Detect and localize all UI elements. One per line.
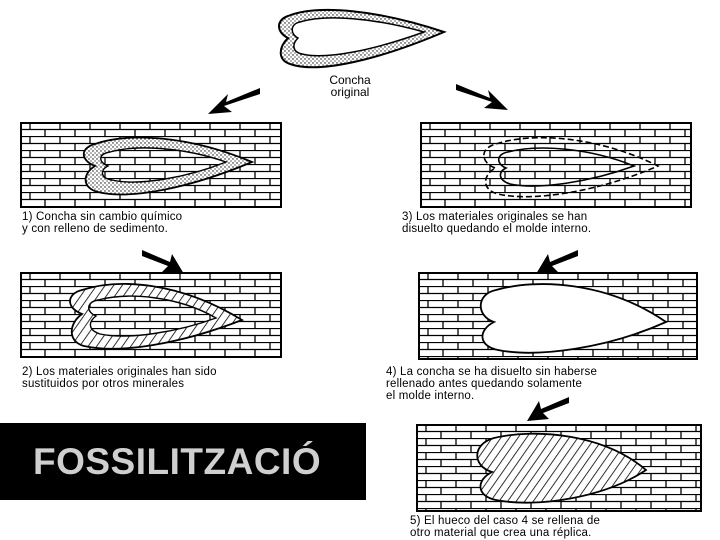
page-title: FOSSILITZACIÓ	[33, 440, 322, 482]
step-2-caption: 2) Los materiales originales han sido su…	[22, 366, 217, 390]
step-1-diagram	[20, 122, 282, 208]
original-shell-label: Concha original	[329, 73, 371, 99]
step-3-caption: 3) Los materiales originales se han disu…	[402, 211, 592, 235]
step-5-caption: 5) El hueco del caso 4 se rellena de otr…	[410, 515, 601, 539]
step-5-diagram	[416, 424, 702, 512]
title-banner: FOSSILITZACIÓ	[0, 423, 366, 500]
step-3-diagram	[420, 122, 692, 208]
original-shell	[268, 2, 458, 74]
step-2-diagram	[20, 272, 282, 358]
step-4-caption: 4) La concha se ha disuelto sin haberse …	[386, 366, 598, 402]
arrow-to-step-5	[527, 397, 569, 421]
arrow-to-step-3	[456, 84, 508, 110]
arrow-to-step-4	[536, 250, 578, 274]
arrow-to-step-1	[208, 88, 260, 114]
arrow-to-step-2	[142, 250, 184, 274]
step-1-caption: 1) Concha sin cambio químico y con relle…	[22, 211, 183, 235]
step-4-diagram	[418, 272, 698, 360]
